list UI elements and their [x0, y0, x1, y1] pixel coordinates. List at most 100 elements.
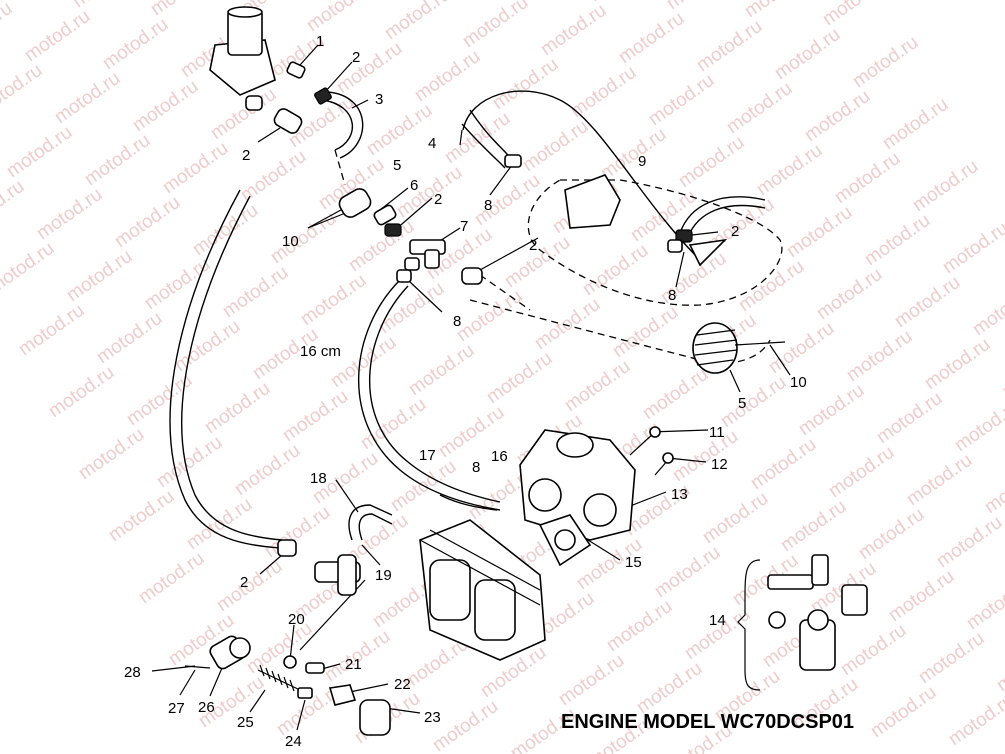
callout-11: 11: [709, 424, 725, 441]
callout-21: 21: [345, 656, 362, 673]
callout-18: 18: [310, 470, 327, 487]
watermark-text: motod.ru: [933, 512, 1005, 572]
watermark-text: motod.ru: [183, 494, 256, 554]
watermark-text: motod.ru: [867, 682, 940, 742]
watermark-text: motod.ru: [129, 76, 202, 136]
callout-3: 3: [375, 91, 383, 108]
watermark-text: motod.ru: [603, 596, 676, 656]
watermark-text: motod.ru: [411, 46, 484, 106]
watermark-text: motod.ru: [93, 308, 166, 368]
watermark-text: motod.ru: [615, 8, 688, 68]
watermark-text: motod.ru: [801, 86, 874, 146]
callout-9: 9: [638, 153, 646, 170]
watermark-text: motod.ru: [765, 318, 838, 378]
watermark-text: motod.ru: [3, 122, 76, 182]
callout-4: 4: [428, 135, 436, 152]
watermark-text: motod.ru: [537, 0, 610, 60]
watermark-text: motod.ru: [645, 70, 718, 130]
callout-2: 2: [352, 49, 360, 66]
callout-24: 24: [285, 733, 302, 750]
gasket-22: [328, 684, 357, 706]
watermark-text: motod.ru: [891, 272, 964, 332]
callout-2: 2: [242, 147, 250, 164]
fitting-1: [286, 61, 306, 79]
watermark-text: motod.ru: [0, 0, 64, 4]
clamp-2-right: [461, 267, 483, 285]
callout-5: 5: [393, 157, 401, 174]
watermark-text: motod.ru: [561, 356, 634, 416]
watermark-text: motod.ru: [489, 54, 562, 114]
callout-7: 7: [460, 218, 468, 235]
watermark-text: motod.ru: [909, 156, 982, 216]
watermark-text: motod.ru: [597, 124, 670, 184]
fitting-21: [305, 662, 325, 674]
watermark-text: motod.ru: [81, 130, 154, 190]
watermark-text: motod.ru: [993, 636, 1005, 696]
fitting-8-left: [396, 269, 412, 283]
watermark-text: motod.ru: [99, 14, 172, 74]
watermark-text: motod.ru: [981, 458, 1005, 518]
watermark-text: motod.ru: [717, 372, 790, 432]
washer-20: [283, 655, 297, 669]
callout-23: 23: [424, 709, 441, 726]
inset-ball: [768, 611, 786, 629]
watermark-text: motod.ru: [219, 262, 292, 322]
watermark-text: motod.ru: [903, 450, 976, 510]
callout-10: 10: [282, 233, 299, 250]
callout-8: 8: [453, 313, 461, 330]
watermark-text: motod.ru: [0, 0, 16, 58]
watermark-text: motod.ru: [357, 394, 430, 454]
watermark-text: motod.ru: [453, 286, 526, 346]
callout-10: 10: [790, 374, 807, 391]
watermark-text: motod.ru: [693, 16, 766, 76]
watermark-text: motod.ru: [825, 442, 898, 502]
callout-28: 28: [124, 664, 141, 681]
callout-12: 12: [711, 456, 728, 473]
callout-22: 22: [394, 676, 411, 693]
watermark-text: motod.ru: [45, 362, 118, 422]
callout-20: 20: [288, 611, 305, 628]
inset-fitting: [841, 584, 868, 616]
callout-27: 27: [168, 700, 185, 717]
watermark-text: motod.ru: [639, 364, 712, 424]
fitting-8-top: [504, 154, 522, 168]
watermark-text: motod.ru: [945, 690, 1005, 750]
watermark-text: motod.ru: [831, 148, 904, 208]
watermark-text: motod.ru: [669, 426, 742, 486]
watermark-text: motod.ru: [231, 440, 304, 500]
watermark-text: motod.ru: [939, 218, 1005, 278]
watermark-text: motod.ru: [555, 650, 628, 710]
watermark-text: motod.ru: [105, 486, 178, 546]
watermark-text: motod.ru: [51, 68, 124, 128]
watermark-text: motod.ru: [483, 348, 556, 408]
watermark-text: motod.ru: [333, 38, 406, 98]
watermark-text: motod.ru: [735, 256, 808, 316]
watermark-text: motod.ru: [441, 108, 514, 168]
clamp-2-top: [314, 87, 332, 105]
parts: [184, 6, 868, 736]
watermark-text: motod.ru: [111, 192, 184, 252]
watermark-text: motod.ru: [0, 238, 58, 298]
watermark-text: motod.ru: [501, 232, 574, 292]
housing-23: [359, 699, 391, 736]
watermark-text: motod.ru: [279, 386, 352, 446]
callout-17: 17: [419, 447, 436, 464]
oil-tank: [564, 174, 621, 229]
watermark-text: motod.ru: [33, 184, 106, 244]
watermark-text: motod.ru: [861, 210, 934, 270]
watermark-text: motod.ru: [297, 270, 370, 330]
watermark-text: motod.ru: [531, 294, 604, 354]
callout-6: 6: [410, 177, 418, 194]
watermark-text: motod.ru: [963, 574, 1005, 634]
callout-2: 2: [529, 237, 537, 254]
fitting-left-small: [245, 95, 263, 111]
watermark-text: motod.ru: [837, 620, 910, 680]
watermark-text: motod.ru: [855, 504, 928, 564]
watermark-text: motod.ru: [843, 326, 916, 386]
watermark-text: motod.ru: [633, 658, 706, 718]
callouts: 1 2 3 2 4 5 6 2 10 7 8 2 9 2 8 8 16 cm 1…: [124, 33, 807, 750]
watermark-text: motod.ru: [651, 542, 724, 602]
callout-26: 26: [198, 699, 215, 716]
callout-2: 2: [240, 574, 248, 591]
